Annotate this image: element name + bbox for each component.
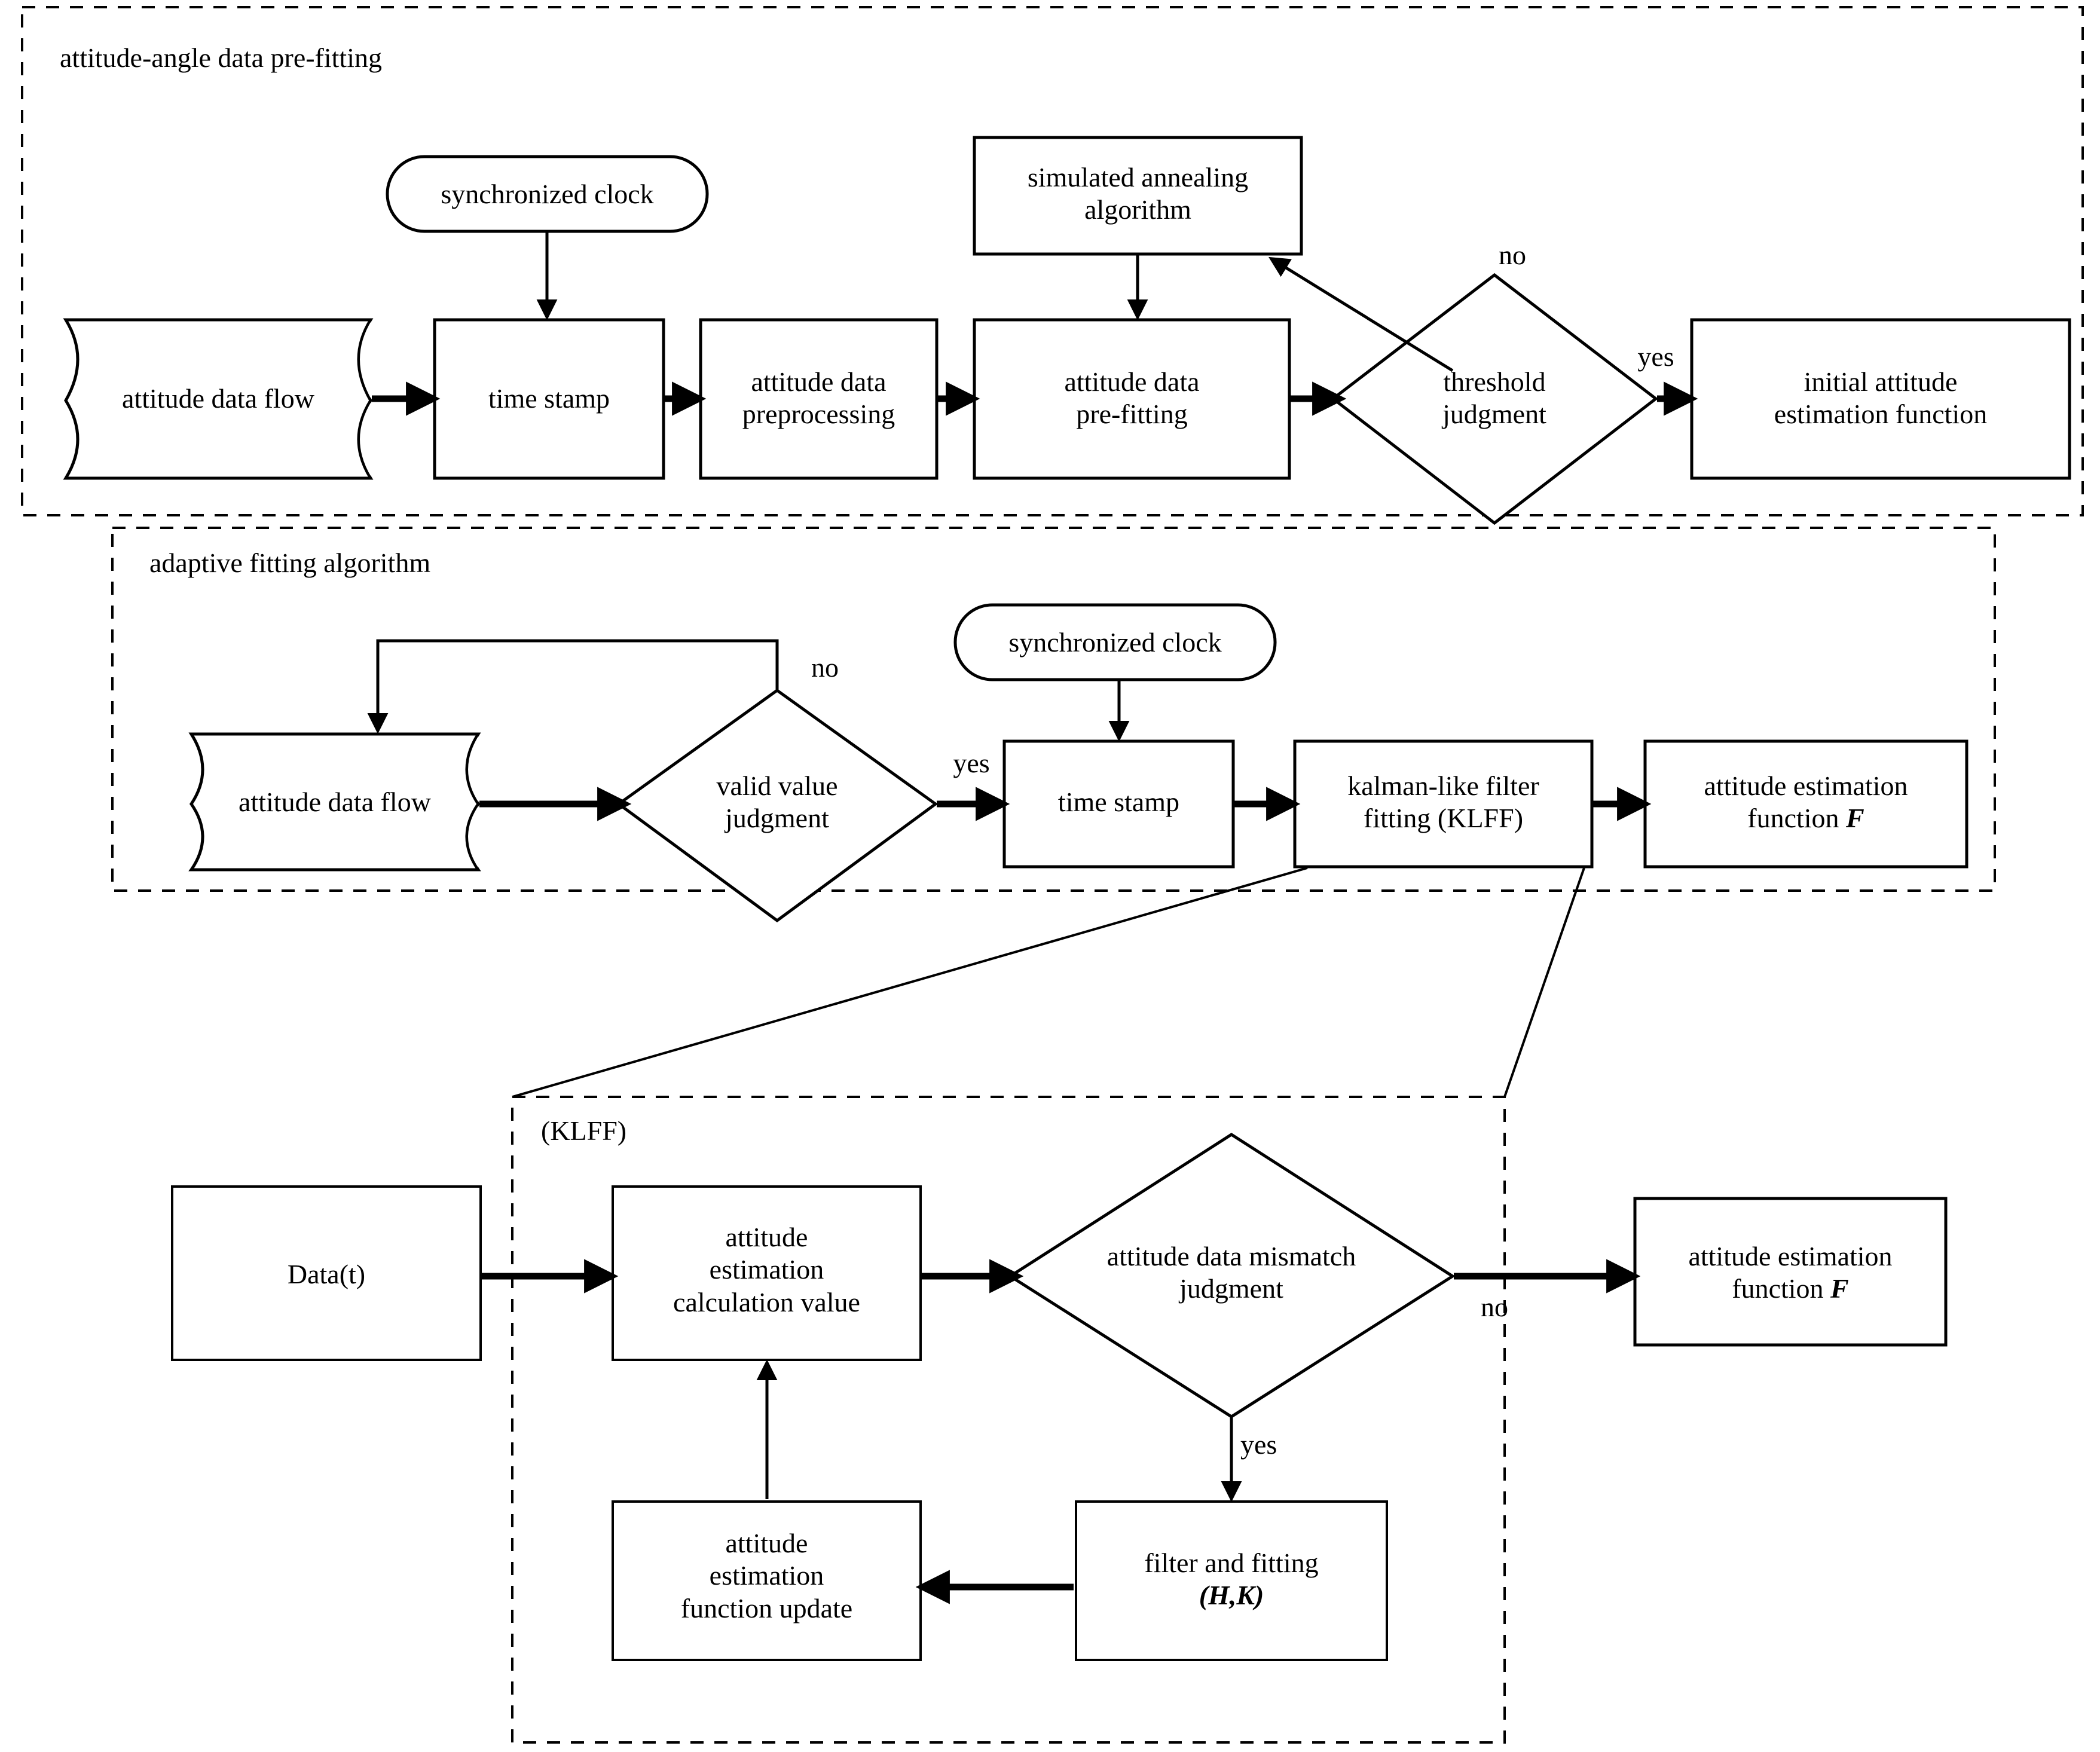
node-kalman-like-filter-fitting[interactable] [1293, 739, 1594, 869]
node-attitude-data-mismatch-judgment[interactable] [1007, 1133, 1456, 1418]
node-simulated-annealing-algorithm[interactable] [973, 136, 1303, 256]
node-time-stamp-1[interactable] [433, 318, 665, 480]
leader-line-klff-right [1503, 867, 1585, 1097]
node-synchronized-clock-2[interactable] [953, 603, 1277, 681]
node-initial-attitude-estimation-function[interactable] [1690, 318, 2071, 480]
node-attitude-estimation-calculation-value[interactable] [612, 1185, 922, 1361]
group-border-section1 [21, 6, 2084, 516]
node-attitude-data-flow-1[interactable] [63, 318, 374, 480]
edge-threshold-no-to-annealing [1268, 256, 1454, 372]
node-threshold-judgment[interactable] [1330, 273, 1659, 525]
node-valid-value-judgment[interactable] [616, 688, 939, 923]
node-attitude-data-flow-2[interactable] [188, 732, 481, 872]
cylinder-cap-2 [466, 733, 480, 871]
group-border-section3 [511, 1096, 1506, 1744]
node-time-stamp-2[interactable] [1002, 739, 1235, 869]
node-attitude-estimation-function-3[interactable] [1633, 1197, 1948, 1347]
node-attitude-estimation-function-update[interactable] [612, 1500, 922, 1661]
node-synchronized-clock-1[interactable] [386, 155, 709, 233]
node-attitude-data-preprocessing[interactable] [699, 318, 939, 480]
group-border-section2 [111, 527, 1996, 892]
cylinder-cap-1 [357, 319, 372, 479]
node-data-t[interactable] [171, 1185, 482, 1361]
leader-line-klff-left [512, 867, 1308, 1098]
node-attitude-estimation-function-2[interactable] [1643, 739, 1968, 869]
node-attitude-data-pre-fitting[interactable] [973, 318, 1291, 480]
node-filter-and-fitting[interactable] [1075, 1500, 1388, 1661]
edge-valid-no-loop-to-dataflow [367, 639, 779, 734]
